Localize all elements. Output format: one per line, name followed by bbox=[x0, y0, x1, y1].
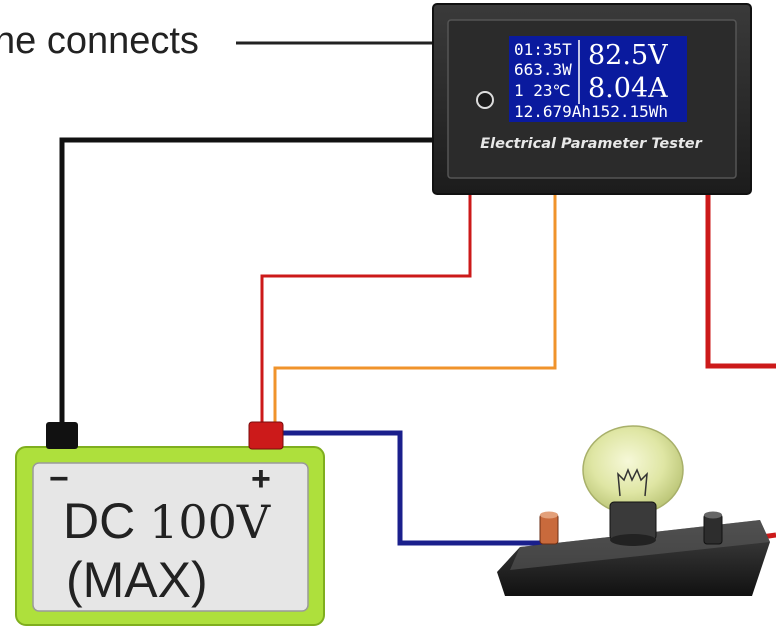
bulb-glass bbox=[582, 425, 684, 515]
meter-brand-label: Electrical Parameter Tester bbox=[480, 136, 702, 152]
light-bulb-assembly bbox=[497, 425, 770, 596]
bulb-socket-base bbox=[610, 534, 656, 546]
meter-button[interactable] bbox=[476, 91, 494, 109]
bulb-filament bbox=[617, 467, 648, 497]
lcd-power: 663.3W bbox=[514, 60, 572, 79]
orange-wire bbox=[273, 194, 557, 424]
battery-positive-terminal bbox=[248, 421, 284, 450]
battery: − + DC 100V (MAX) bbox=[15, 421, 325, 626]
navy-wire bbox=[282, 430, 548, 546]
lcd-current: 8.04A bbox=[588, 73, 668, 104]
battery-minus-sign: − bbox=[49, 460, 69, 498]
callout-text: he connects bbox=[0, 20, 199, 62]
lcd-voltage: 82.5V bbox=[588, 40, 668, 71]
battery-voltage-label: DC 100V bbox=[63, 493, 271, 549]
lcd-time: 01:35T bbox=[514, 40, 572, 59]
red-wire-meter-to-bulb bbox=[705, 194, 776, 369]
battery-plus-sign: + bbox=[251, 460, 271, 498]
battery-max-label: (MAX) bbox=[66, 552, 208, 608]
bulb-left-terminal-top bbox=[540, 511, 558, 519]
parameter-meter: 01:35T 663.3W 1 23℃ 12.679Ah 82.5V 8.04A… bbox=[432, 3, 752, 195]
lcd-energy: 152.15Wh bbox=[591, 102, 668, 121]
lcd-channel-temp: 1 23℃ bbox=[514, 81, 571, 100]
battery-face bbox=[32, 462, 309, 612]
lcd-capacity: 12.679Ah bbox=[514, 102, 591, 121]
callout: he connects bbox=[0, 20, 434, 62]
battery-voltage-prefix: DC bbox=[63, 493, 149, 549]
bulb-right-terminal-top bbox=[704, 511, 722, 519]
lcd-screen bbox=[509, 36, 687, 122]
battery-voltage-value: 100V bbox=[149, 495, 271, 549]
battery-negative-terminal bbox=[46, 422, 78, 449]
black-wire bbox=[59, 137, 436, 424]
red-wire-meter-to-battery bbox=[260, 194, 472, 424]
